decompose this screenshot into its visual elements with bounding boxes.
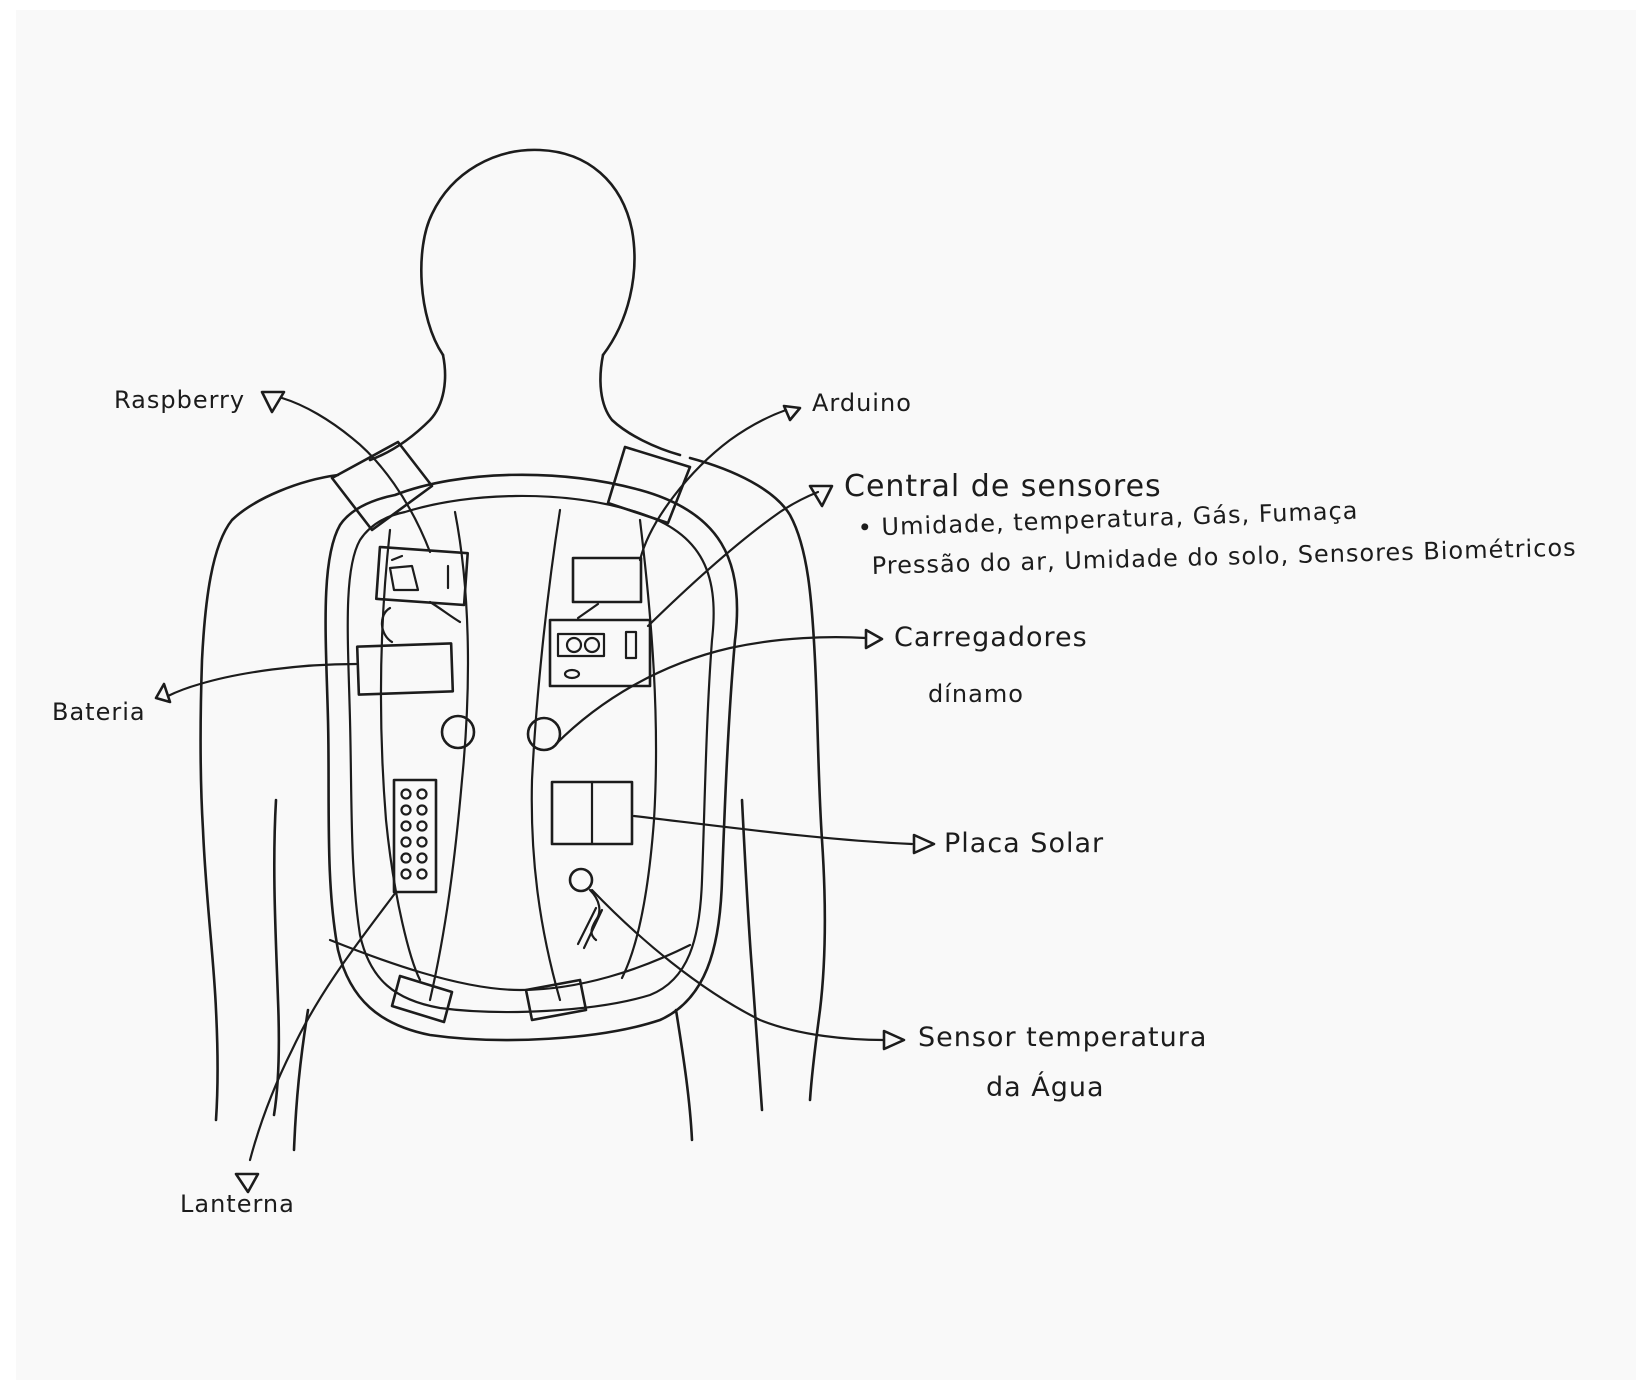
label-central-title: Central de sensores [844,469,1162,504]
label-lanterna: Lanterna [180,1190,295,1218]
placa-solar-leader [634,816,912,844]
neck-left [370,355,445,460]
label-raspberry: Raspberry [114,386,245,414]
sensor-hub-knob-1 [567,638,581,652]
left-strap-run [381,530,420,980]
center-channel-right [532,510,560,1000]
raspberry-leader [282,398,430,552]
left-shoulder-arm [201,475,338,1120]
flashlight-leds [402,790,427,879]
label-placa-solar: Placa Solar [944,828,1104,859]
sensor-agua-leader [592,890,884,1040]
torso-right-lower [676,1010,692,1140]
dynamo-charger-left [442,716,474,748]
label-central-line2: Pressão do ar, Umidade do solo, Sensores… [871,534,1577,580]
placa-solar-arrowhead [914,835,934,853]
left-arm-inner [274,800,279,1115]
raspberry-arrowhead [262,392,284,412]
raspberry-board [376,547,467,605]
sensor-hub-knob-2 [585,638,599,652]
callout-leaders [156,392,934,1192]
head-outline [421,150,634,355]
labels: Raspberry Arduino Central de sensores • … [52,386,1577,1218]
battery-block [357,643,453,694]
right-strap-run [622,520,656,978]
right-arm-inner [742,800,762,1110]
label-arduino: Arduino [812,389,912,417]
water-sensor-probe [570,869,592,891]
carregadores-arrowhead [866,630,882,648]
arduino-leader [640,410,786,560]
label-carregadores: Carregadores [894,622,1088,653]
dynamo-charger-right [528,718,560,750]
raspberry-chip-icon [390,556,418,590]
sensor-agua-arrowhead [884,1031,904,1049]
neck-right [600,355,680,455]
label-bateria: Bateria [52,698,146,726]
right-shoulder-arm [690,458,825,1100]
sensor-hub-slot [626,632,636,658]
bottom-buckle-left [392,976,452,1022]
label-sensor-agua-1: Sensor temperatura [918,1022,1207,1053]
carregadores-leader [556,637,866,744]
label-sensor-agua-2: da Água [986,1071,1105,1103]
sensor-hub-led [565,670,579,678]
flashlight-led-panel [394,780,436,892]
backpack-inner [348,496,714,1012]
arduino-board [573,558,641,602]
arduino-cable [578,604,598,618]
lanterna-leader [250,892,396,1160]
components [357,547,650,948]
label-dinamo: dínamo [928,680,1024,708]
arduino-arrowhead [784,406,800,420]
bateria-arrowhead [156,684,170,702]
central-arrowhead [810,486,832,506]
person-outline [201,150,825,1150]
backpack [326,442,738,1040]
